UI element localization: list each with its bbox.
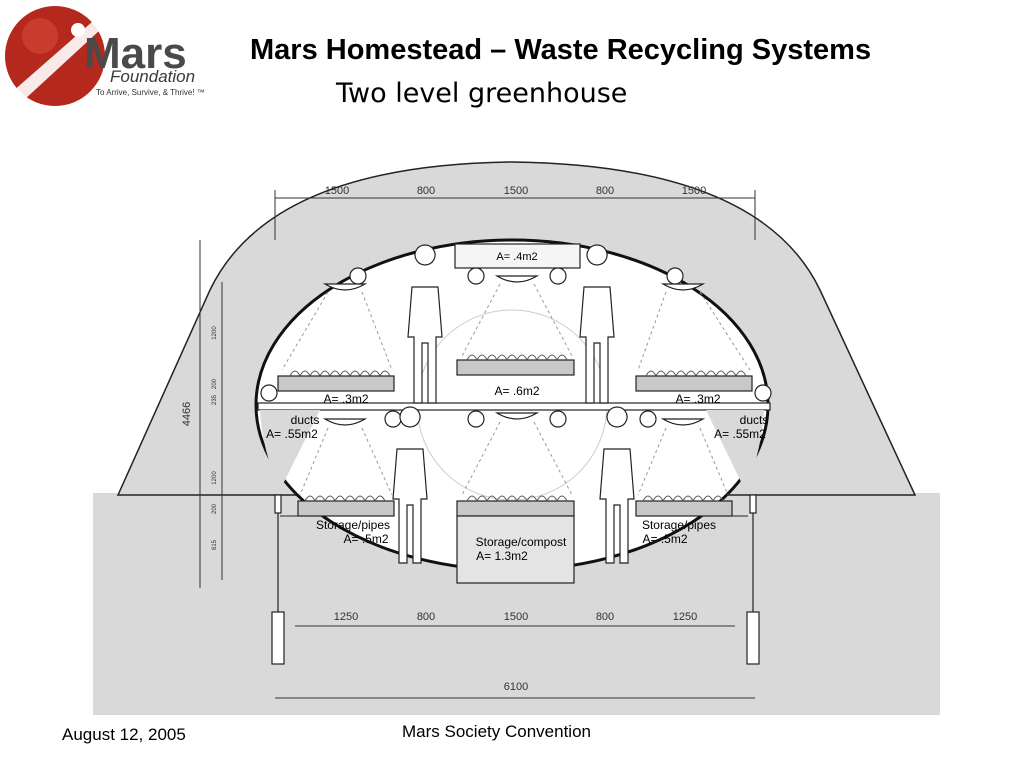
bottom-dim-2: 800 (417, 611, 435, 623)
storage-left-area: A= .5m2 (343, 532, 388, 546)
top-dim-2: 800 (417, 185, 435, 197)
top-area-label: A= .4m2 (496, 251, 537, 263)
svg-text:1200: 1200 (212, 471, 218, 485)
top-dim-3: 1500 (504, 185, 528, 197)
human-figures (392, 244, 635, 564)
dimension-labels: 1500 800 1500 800 1500 1250 800 1500 800… (181, 185, 706, 693)
upper-beds (277, 359, 753, 392)
ducts-right-area: A= .55m2 (714, 427, 766, 441)
storage-center-label: Storage/compost (476, 535, 567, 549)
lamp-icon (660, 283, 706, 291)
ducts-left-area: A= .55m2 (266, 427, 318, 441)
top-dim-1: 1500 (325, 185, 349, 197)
pipe-circles (260, 267, 772, 428)
support-legs (271, 494, 760, 665)
left-duct-fill (260, 410, 320, 490)
svg-text:615: 615 (212, 539, 218, 550)
person-icon (407, 244, 443, 404)
upper-lights (322, 275, 706, 426)
storage-right-label: Storage/pipes (642, 518, 716, 532)
dimension-lines (199, 190, 756, 699)
top-duct-box (454, 243, 581, 269)
overall-width: 6100 (504, 681, 528, 693)
storage-center-area: A= 1.3m2 (476, 549, 528, 563)
lamp-icon (322, 283, 368, 291)
footer-date: August 12, 2005 (62, 725, 186, 744)
bottom-dim-1: 1250 (334, 611, 358, 623)
lamp-icon (494, 412, 540, 420)
bottom-dim-3: 1500 (504, 611, 528, 623)
storage-right-area: A= .5m2 (642, 532, 687, 546)
light-cones (281, 283, 751, 496)
slide-subtitle: Two level greenhouse (336, 78, 628, 109)
footer-event: Mars Society Convention (402, 722, 591, 741)
storage-compost-box (456, 515, 575, 584)
person-icon (579, 244, 615, 404)
bottom-dim-5: 1250 (673, 611, 697, 623)
svg-text:200: 200 (212, 378, 218, 389)
ducts-left-label: ducts (291, 413, 320, 427)
logo-rocket-streak-icon (12, 22, 100, 100)
slide-title: Mars Homestead – Waste Recycling Systems (250, 34, 872, 66)
logo-name-bottom: Foundation (110, 67, 195, 86)
svg-text:235: 235 (212, 394, 218, 405)
lower-beds (297, 500, 733, 517)
svg-text:1200: 1200 (212, 326, 218, 340)
side-dimension-labels: 1200 200 235 1200 200 615 (212, 326, 218, 550)
upper-right-area: A= .3m2 (675, 392, 720, 406)
lamp-icon (660, 418, 706, 426)
storage-left-label: Storage/pipes (316, 518, 390, 532)
logo-name-top: Mars (84, 29, 187, 78)
logo-tagline: To Arrive, Survive, & Thrive! ™ (96, 88, 205, 97)
person-icon (392, 406, 428, 564)
top-dim-4: 800 (596, 185, 614, 197)
upper-center-area: A= .6m2 (494, 384, 539, 398)
top-dim-5: 1500 (682, 185, 706, 197)
lamp-icon (322, 418, 368, 426)
upper-plants (289, 354, 747, 378)
right-duct-fill (706, 410, 764, 490)
mars-foundation-logo: Mars Foundation To Arrive, Survive, & Th… (5, 6, 205, 106)
lower-plants (304, 495, 724, 503)
svg-text:200: 200 (212, 503, 218, 514)
bottom-dim-4: 800 (596, 611, 614, 623)
upper-left-area: A= .3m2 (323, 392, 368, 406)
person-icon (599, 406, 635, 564)
overall-height: 4466 (181, 402, 193, 426)
ducts-right-label: ducts (740, 413, 769, 427)
lamp-icon (494, 275, 540, 283)
mid-floor-slab (257, 402, 771, 411)
